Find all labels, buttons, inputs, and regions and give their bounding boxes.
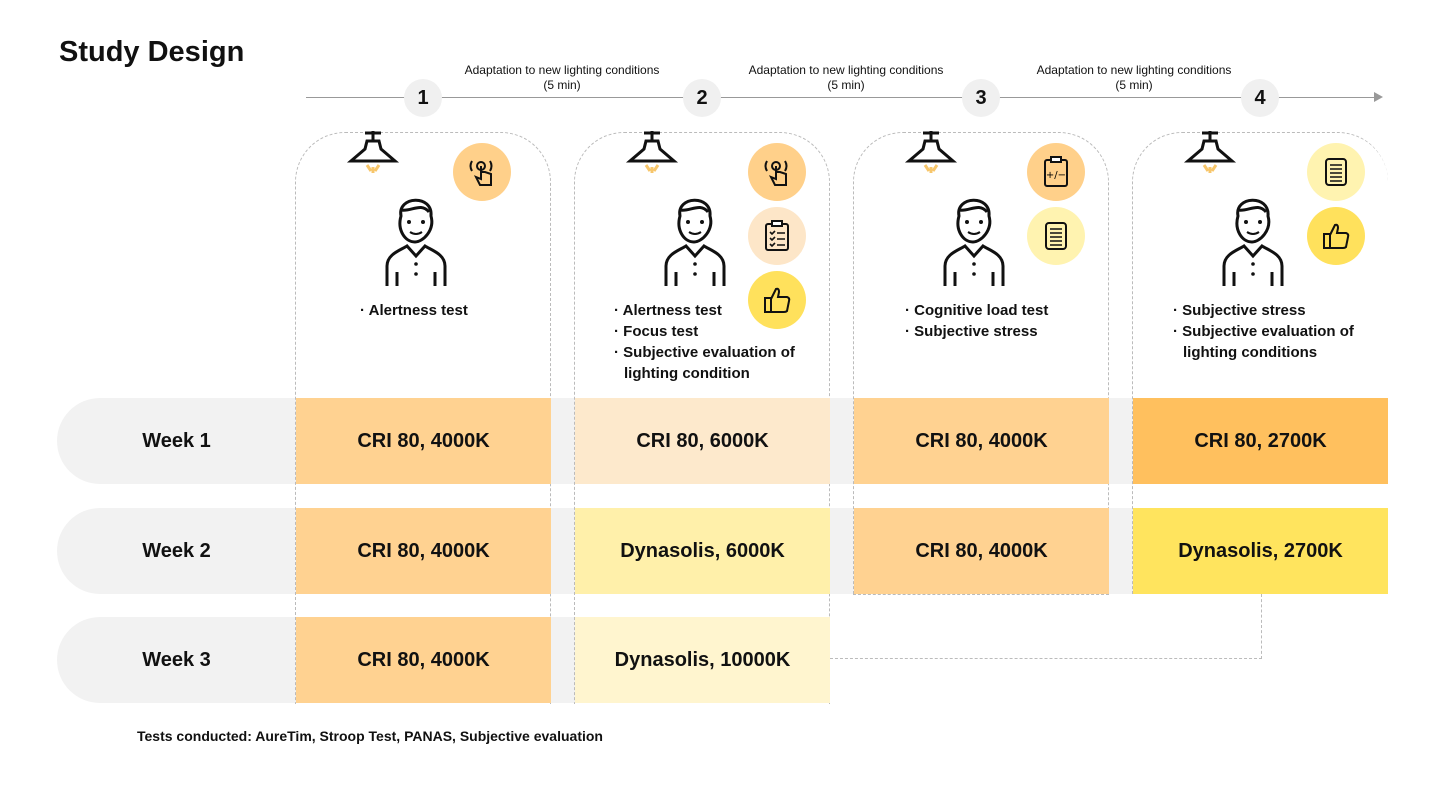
lamp-icon bbox=[907, 131, 955, 175]
test-item: Subjective stress bbox=[905, 321, 1048, 342]
adaptation-label: Adaptation to new lighting conditions (5… bbox=[462, 63, 662, 93]
condition-cell: CRI 80, 4000K bbox=[854, 508, 1109, 594]
test-list: Subjective stress Subjective evaluation … bbox=[1173, 300, 1363, 363]
step-number: 3 bbox=[962, 79, 1000, 117]
footer-note: Tests conducted: AureTim, Stroop Test, P… bbox=[137, 728, 603, 744]
person-icon bbox=[664, 198, 726, 288]
connector-line bbox=[830, 594, 1262, 659]
week-label: Week 3 bbox=[142, 648, 211, 671]
condition-cell: CRI 80, 4000K bbox=[296, 398, 551, 484]
timeline-arrowhead bbox=[1374, 92, 1383, 102]
adaptation-label: Adaptation to new lighting conditions (5… bbox=[1034, 63, 1234, 93]
condition-cell: CRI 80, 6000K bbox=[575, 398, 830, 484]
thumbs-up-icon bbox=[1307, 207, 1365, 265]
test-list: Alertness test Focus test Subjective eva… bbox=[614, 300, 814, 384]
person-icon bbox=[1222, 198, 1284, 288]
test-item: Subjective evaluation of lighting condit… bbox=[614, 342, 814, 384]
page-title: Study Design bbox=[59, 36, 245, 68]
svg-text:+/−: +/− bbox=[1046, 170, 1066, 181]
checklist-icon bbox=[748, 207, 806, 265]
touch-icon bbox=[453, 143, 511, 201]
lamp-icon bbox=[349, 131, 397, 175]
week-label: Week 2 bbox=[142, 539, 211, 562]
test-item: Alertness test bbox=[614, 300, 814, 321]
test-item: Subjective stress bbox=[1173, 300, 1363, 321]
adaptation-label: Adaptation to new lighting conditions (5… bbox=[746, 63, 946, 93]
condition-cell: Dynasolis, 10000K bbox=[575, 617, 830, 703]
test-item: Alertness test bbox=[360, 300, 468, 321]
plus-minus-clipboard-icon: +/− bbox=[1027, 143, 1085, 201]
document-icon bbox=[1027, 207, 1085, 265]
timeline-line bbox=[306, 97, 1378, 98]
condition-cell: Dynasolis, 2700K bbox=[1133, 508, 1388, 594]
condition-cell: CRI 80, 4000K bbox=[296, 617, 551, 703]
step-card bbox=[853, 132, 1109, 595]
test-list: Alertness test bbox=[360, 300, 468, 321]
person-icon bbox=[943, 198, 1005, 288]
step-number: 1 bbox=[404, 79, 442, 117]
person-icon bbox=[385, 198, 447, 288]
condition-cell: CRI 80, 4000K bbox=[296, 508, 551, 594]
document-icon bbox=[1307, 143, 1365, 201]
test-item: Subjective evaluation of lighting condit… bbox=[1173, 321, 1363, 363]
lamp-icon bbox=[628, 131, 676, 175]
test-item: Cognitive load test bbox=[905, 300, 1048, 321]
test-list: Cognitive load test Subjective stress bbox=[905, 300, 1048, 342]
week-label: Week 1 bbox=[142, 429, 211, 452]
condition-cell: CRI 80, 2700K bbox=[1133, 398, 1388, 484]
step-number: 4 bbox=[1241, 79, 1279, 117]
lamp-icon bbox=[1186, 131, 1234, 175]
step-number: 2 bbox=[683, 79, 721, 117]
step-card bbox=[1132, 132, 1388, 595]
test-item: Focus test bbox=[614, 321, 814, 342]
condition-cell: CRI 80, 4000K bbox=[854, 398, 1109, 484]
condition-cell: Dynasolis, 6000K bbox=[575, 508, 830, 594]
touch-icon bbox=[748, 143, 806, 201]
